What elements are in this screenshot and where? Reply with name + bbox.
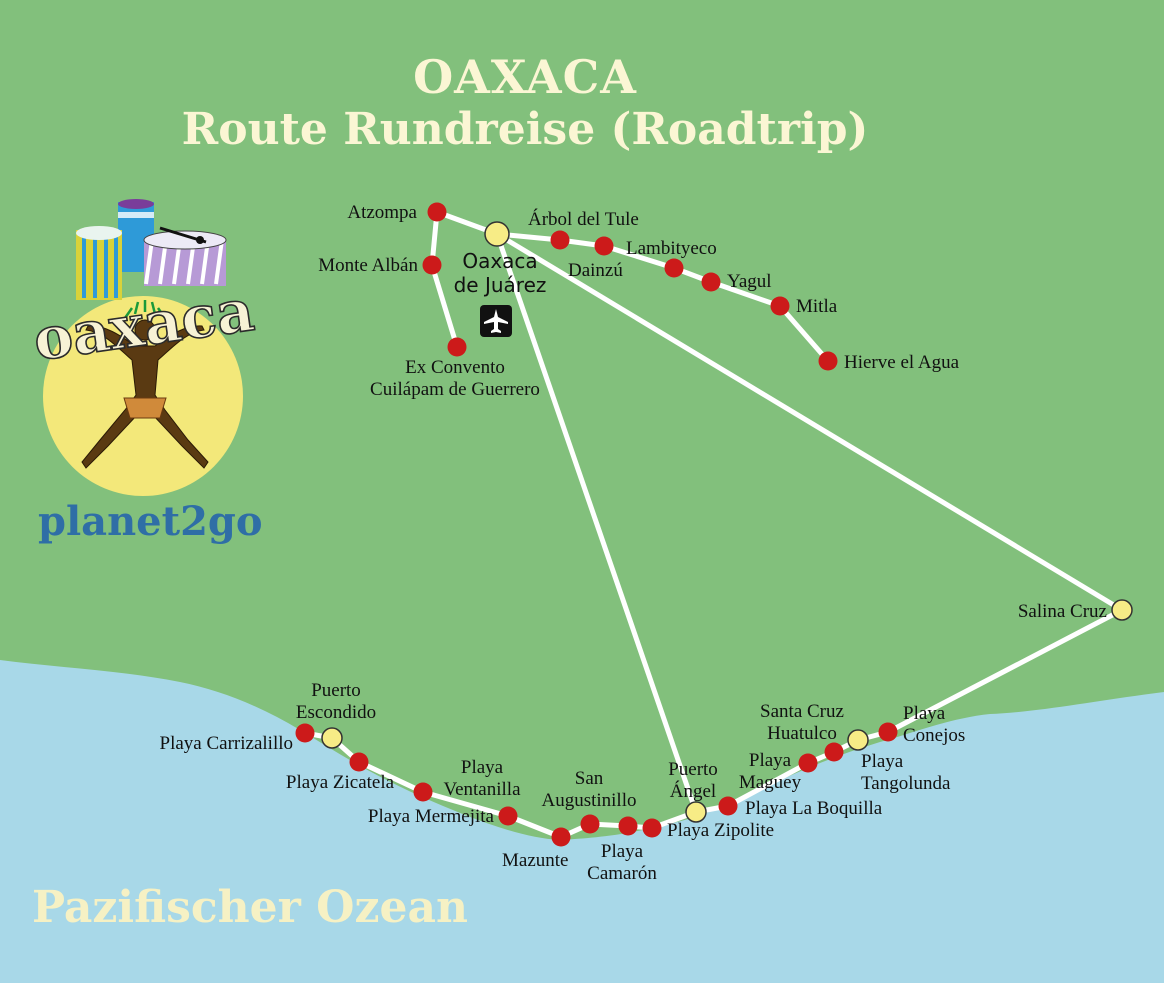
marker-maguey[interactable] xyxy=(798,753,818,773)
brand-name: planet2go xyxy=(38,498,263,545)
route-coast xyxy=(304,607,1124,840)
marker-boquilla[interactable] xyxy=(718,796,738,816)
label-zipolite: Playa Zipolite xyxy=(667,820,774,841)
marker-salina[interactable] xyxy=(1111,599,1133,621)
marker-angel[interactable] xyxy=(685,801,707,823)
drums-icon xyxy=(76,199,227,300)
label-mermejita: Playa Mermejita xyxy=(368,806,495,827)
marker-lambityeco[interactable] xyxy=(664,258,684,278)
marker-atzompa[interactable] xyxy=(427,202,447,222)
label-mitla: Mitla xyxy=(796,296,838,317)
label-salina: Salina Cruz xyxy=(1018,601,1107,622)
marker-hierve[interactable] xyxy=(818,351,838,371)
label-carrizalillo: Playa Carrizalillo xyxy=(160,733,293,754)
route-oaxaca-salina xyxy=(495,231,1124,613)
marker-zipolite[interactable] xyxy=(642,818,662,838)
label-zicatela: Playa Zicatela xyxy=(286,772,395,793)
marker-monte-alban[interactable] xyxy=(422,255,442,275)
logo: oaxaca xyxy=(29,199,259,496)
marker-mazunte[interactable] xyxy=(551,827,571,847)
map-title: OAXACA xyxy=(413,50,637,104)
dancer-headdress-icon xyxy=(123,300,167,319)
label-monte-alban: Monte Albán xyxy=(318,255,418,276)
dancer-skirt-icon xyxy=(123,397,167,419)
marker-mermejita[interactable] xyxy=(498,806,518,826)
label-hierve: Hierve el Agua xyxy=(844,352,960,373)
place-markers xyxy=(295,202,1133,847)
marker-conejos[interactable] xyxy=(878,722,898,742)
airplane-icon xyxy=(480,305,512,337)
label-arbol: Árbol del Tule xyxy=(528,208,639,230)
marker-tangolunda[interactable] xyxy=(824,742,844,762)
label-lambityeco: Lambityeco xyxy=(626,238,717,259)
marker-huatulco[interactable] xyxy=(847,729,869,751)
marker-ex-convento[interactable] xyxy=(447,337,467,357)
marker-escondido[interactable] xyxy=(321,727,343,749)
marker-camaron[interactable] xyxy=(618,816,638,836)
ocean-label: Pazifischer Ozean xyxy=(32,882,468,933)
route-lines xyxy=(304,209,1124,840)
label-yagul: Yagul xyxy=(727,271,772,292)
marker-arbol[interactable] xyxy=(550,230,570,250)
dancer-figure xyxy=(81,319,209,469)
marker-san-agustinillo[interactable] xyxy=(580,814,600,834)
marker-ventanilla[interactable] xyxy=(413,782,433,802)
label-mazunte: Mazunte xyxy=(502,850,568,871)
marker-yagul[interactable] xyxy=(701,272,721,292)
route-oaxaca-angel xyxy=(494,233,699,813)
label-atzompa: Atzompa xyxy=(347,202,417,223)
marker-oaxaca[interactable] xyxy=(484,221,510,247)
marker-zicatela[interactable] xyxy=(349,752,369,772)
label-boquilla: Playa La Boquilla xyxy=(745,798,883,819)
label-dainzu: Dainzú xyxy=(568,260,623,281)
land-mass xyxy=(0,0,1164,840)
marker-mitla[interactable] xyxy=(770,296,790,316)
map-subtitle: Route Rundreise (Roadtrip) xyxy=(181,104,869,155)
marker-carrizalillo[interactable] xyxy=(295,723,315,743)
marker-dainzu[interactable] xyxy=(594,236,614,256)
